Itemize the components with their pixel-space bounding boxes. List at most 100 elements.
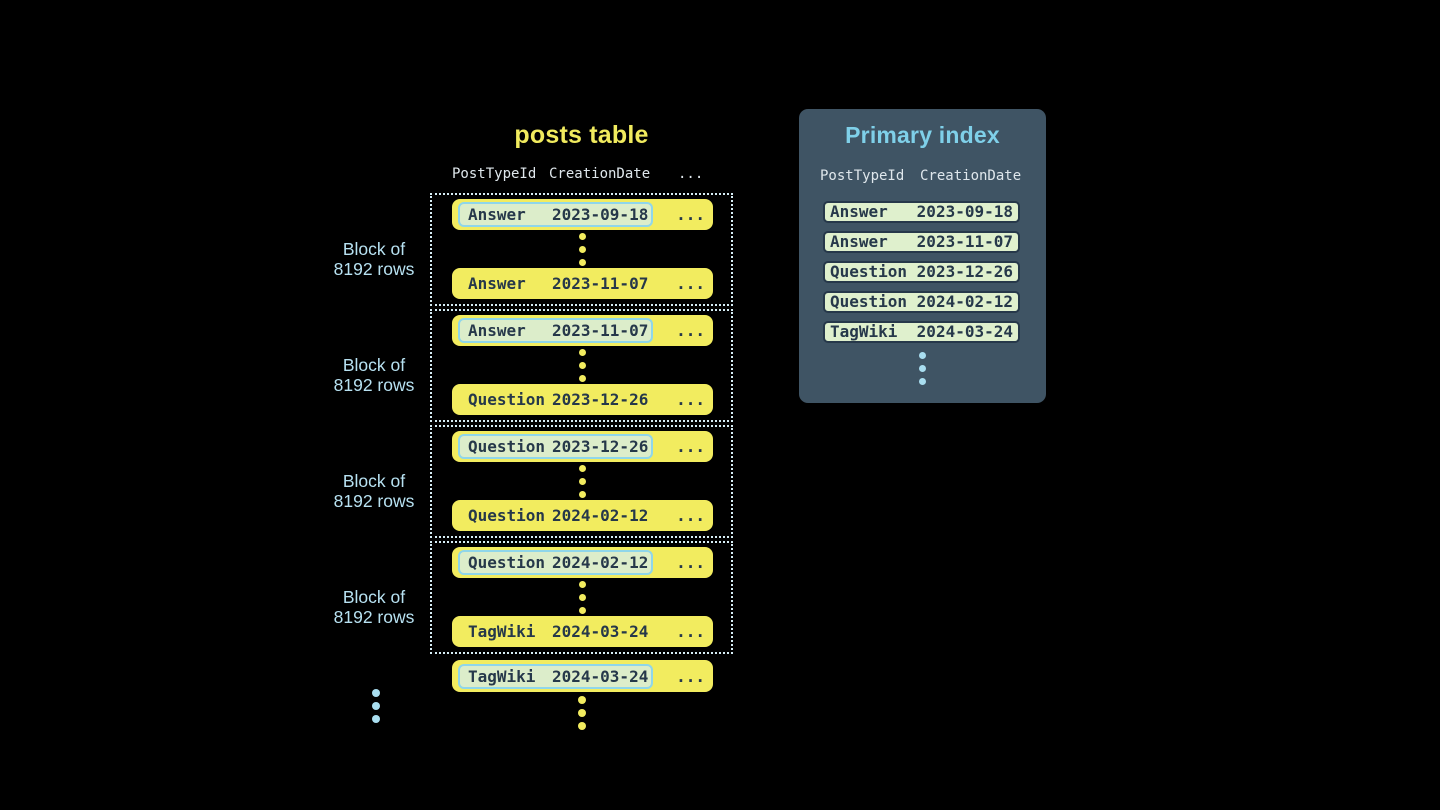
- ellipsis-dot-icon: [579, 232, 586, 240]
- ellipsis-dot-icon: [579, 580, 586, 588]
- row-key-highlight: Question 2023-12-26: [458, 434, 654, 459]
- ellipsis-dot-icon: [919, 378, 926, 385]
- creation-date-value: 2024-03-24: [552, 666, 649, 686]
- post-type-value: Answer: [830, 232, 888, 251]
- ellipsis-dot-icon: [577, 696, 586, 704]
- post-type-value: Answer: [468, 274, 526, 293]
- row-ellipsis: ...: [676, 553, 705, 572]
- ellipsis-dot-icon: [579, 374, 586, 382]
- ellipsis-dot-icon: [372, 702, 380, 710]
- creation-date-value: 2023-12-26: [552, 390, 649, 409]
- row-key-highlight: TagWiki 2024-03-24: [458, 663, 654, 689]
- block-label-1: Block of 8192 rows: [318, 239, 430, 279]
- table-row: Answer 2023-09-18 ...: [452, 199, 713, 230]
- ellipsis-dot-icon: [577, 722, 586, 730]
- post-type-value: Question: [830, 292, 908, 311]
- creation-date-value: 2023-09-18: [916, 202, 1013, 221]
- block-label-3: Block of 8192 rows: [318, 471, 430, 511]
- block-label-2: Block of 8192 rows: [318, 355, 430, 395]
- ellipsis-dot-icon: [579, 477, 586, 485]
- column-header-ellipsis: ...: [678, 166, 704, 182]
- post-type-value: Question: [468, 506, 546, 525]
- omitted-rows-dots: [452, 462, 713, 500]
- primary-index-title: Primary index: [845, 122, 1000, 148]
- block-label-line1: Block of: [342, 355, 406, 375]
- ellipsis-dot-icon: [919, 352, 926, 359]
- row-ellipsis: ...: [676, 274, 705, 293]
- table-row: Question 2023-12-26 ...: [452, 431, 713, 462]
- block-label-line1: Block of: [342, 471, 406, 491]
- block-label-line2: 8192 rows: [333, 491, 415, 511]
- index-entry: Answer 2023-09-18: [823, 201, 1020, 223]
- post-type-value: Answer: [468, 321, 526, 340]
- creation-date-value: 2023-11-07: [916, 232, 1013, 251]
- table-row: TagWiki 2024-03-24 ...: [452, 660, 713, 692]
- ellipsis-dot-icon: [579, 464, 586, 472]
- ellipsis-dot-icon: [372, 689, 380, 697]
- creation-date-value: 2024-03-24: [916, 322, 1013, 341]
- ellipsis-dot-icon: [372, 715, 380, 723]
- ellipsis-dot-icon: [579, 258, 586, 266]
- creation-date-value: 2023-09-18: [552, 205, 649, 224]
- post-type-value: TagWiki: [468, 666, 536, 686]
- column-header-posttypeid: PostTypeId: [452, 166, 537, 182]
- creation-date-value: 2024-02-12: [552, 553, 649, 572]
- block-label-line2: 8192 rows: [333, 375, 415, 395]
- more-blocks-dots: [372, 689, 380, 723]
- block-label-line2: 8192 rows: [333, 607, 415, 627]
- row-ellipsis: ...: [676, 506, 705, 525]
- table-block-2: Answer 2023-11-07 ... Question 2023-12-2…: [430, 309, 733, 422]
- column-header-creationdate: CreationDate: [920, 168, 1022, 184]
- table-row: Answer 2023-11-07 ...: [452, 315, 713, 346]
- index-entry: Question 2023-12-26: [823, 261, 1020, 283]
- creation-date-value: 2023-11-07: [552, 274, 649, 293]
- table-row: Question 2023-12-26 ...: [452, 384, 713, 415]
- row-ellipsis: ...: [676, 437, 705, 456]
- row-key: Answer 2023-11-07: [458, 271, 653, 296]
- ellipsis-dot-icon: [579, 361, 586, 369]
- table-row: Answer 2023-11-07 ...: [452, 268, 713, 299]
- omitted-rows-dots: [452, 346, 713, 384]
- more-rows-dots: [430, 696, 733, 730]
- ellipsis-dot-icon: [579, 593, 586, 601]
- post-type-value: TagWiki: [468, 622, 536, 641]
- column-header-creationdate: CreationDate: [549, 166, 651, 182]
- creation-date-value: 2023-11-07: [552, 321, 649, 340]
- row-ellipsis: ...: [676, 205, 705, 224]
- next-block-first-row: TagWiki 2024-03-24 ...: [452, 660, 713, 692]
- column-header-posttypeid: PostTypeId: [820, 168, 905, 184]
- index-entry: Question 2024-02-12: [823, 291, 1020, 313]
- ellipsis-dot-icon: [579, 348, 586, 356]
- primary-index-column-headers: PostTypeId CreationDate: [820, 168, 1021, 184]
- post-type-value: Question: [468, 390, 546, 409]
- row-ellipsis: ...: [676, 622, 705, 641]
- row-key-highlight: Answer 2023-09-18: [458, 202, 654, 227]
- creation-date-value: 2024-03-24: [552, 622, 649, 641]
- omitted-rows-dots: [452, 578, 713, 616]
- row-key: TagWiki 2024-03-24: [458, 619, 653, 644]
- posts-table-title: posts table: [514, 121, 649, 149]
- row-key: Question 2023-12-26: [458, 387, 653, 412]
- row-ellipsis: ...: [676, 390, 705, 409]
- row-ellipsis: ...: [676, 666, 705, 686]
- post-type-value: Answer: [830, 202, 888, 221]
- posts-table-section: posts table PostTypeId CreationDate ... …: [430, 108, 733, 758]
- row-key-highlight: Question 2024-02-12: [458, 550, 654, 575]
- block-label-line1: Block of: [342, 587, 406, 607]
- table-row: Question 2024-02-12 ...: [452, 547, 713, 578]
- creation-date-value: 2024-02-12: [916, 292, 1013, 311]
- table-block-3: Question 2023-12-26 ... Question 2024-02…: [430, 425, 733, 538]
- ellipsis-dot-icon: [579, 606, 586, 614]
- block-label-4: Block of 8192 rows: [318, 587, 430, 627]
- table-block-4: Question 2024-02-12 ... TagWiki 2024-03-…: [430, 541, 733, 654]
- block-label-line1: Block of: [342, 239, 406, 259]
- more-index-entries-dots: [799, 352, 1046, 385]
- ellipsis-dot-icon: [577, 709, 586, 717]
- ellipsis-dot-icon: [919, 365, 926, 372]
- row-ellipsis: ...: [676, 321, 705, 340]
- post-type-value: Question: [830, 262, 908, 281]
- index-entry: Answer 2023-11-07: [823, 231, 1020, 253]
- table-row: TagWiki 2024-03-24 ...: [452, 616, 713, 647]
- creation-date-value: 2023-12-26: [552, 437, 649, 456]
